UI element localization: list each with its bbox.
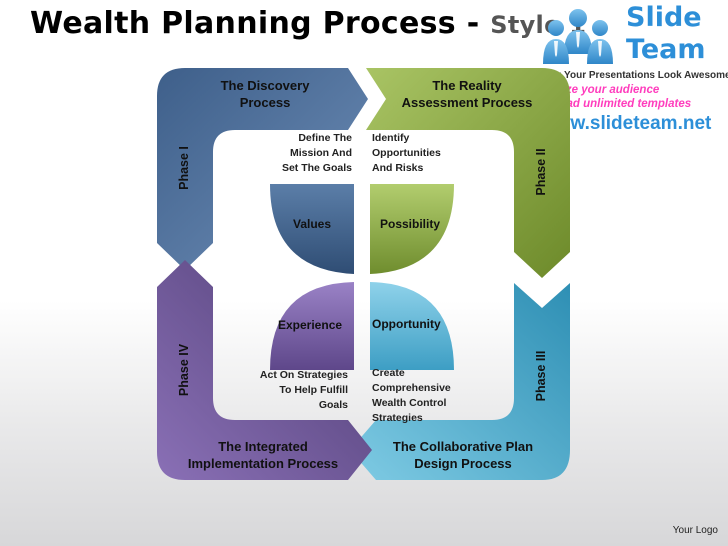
website-link[interactable]: www.slideteam.net bbox=[541, 113, 712, 134]
phase-1-label: Phase I bbox=[177, 146, 191, 190]
team-people-icon bbox=[543, 9, 613, 64]
phase-1-arrow bbox=[157, 68, 368, 270]
brand-name-line1: Slide bbox=[626, 2, 702, 33]
values-label: Values bbox=[293, 217, 332, 231]
brand-tagline: Making Your Presentations Look Awesome bbox=[527, 70, 728, 81]
phase-3-label: Phase III bbox=[534, 350, 548, 402]
experience-label: Experience bbox=[278, 318, 343, 332]
page-title: Wealth Planning Process - Style 1 bbox=[30, 6, 587, 41]
phase-3-arrow bbox=[350, 283, 570, 480]
phase-2-label: Phase II bbox=[534, 148, 548, 196]
brand-name-line2: Team bbox=[626, 34, 706, 65]
opportunity-quadrant bbox=[370, 282, 454, 370]
possibility-label: Possibility bbox=[380, 217, 441, 231]
your-logo-placeholder: Your Logo bbox=[672, 525, 718, 536]
opportunity-label: Opportunity bbox=[372, 317, 441, 331]
promo-line1: Amaze your audience bbox=[541, 84, 660, 96]
values-quadrant bbox=[270, 184, 354, 274]
possibility-quadrant bbox=[370, 184, 454, 274]
experience-quadrant bbox=[270, 282, 354, 370]
phase-4-label: Phase IV bbox=[177, 343, 191, 397]
phase-4-arrow bbox=[157, 260, 372, 480]
phase-2-arrow bbox=[366, 68, 570, 278]
